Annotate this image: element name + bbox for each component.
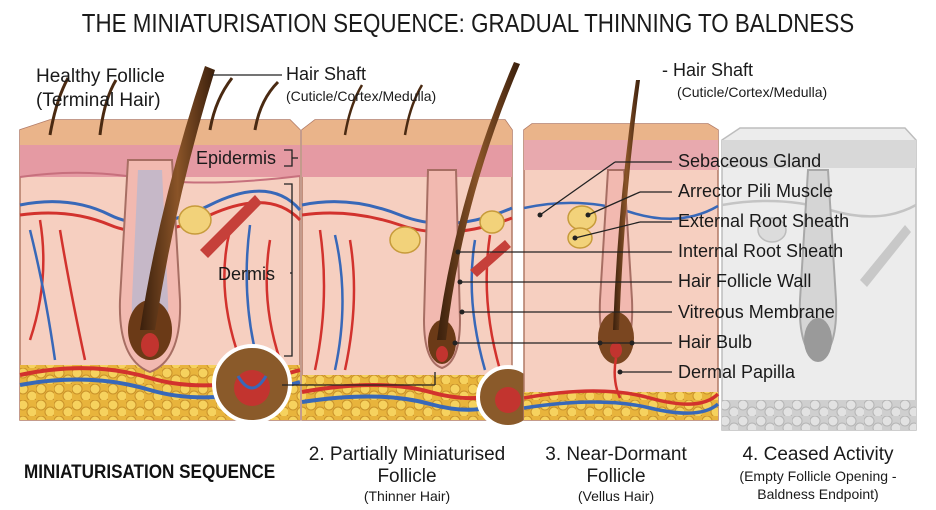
caption-stage3-title-a: 3. Near-Dormant: [545, 444, 687, 465]
label-dermal-papilla: Dermal Papilla: [678, 362, 796, 382]
label-sebaceous-gland: Sebaceous Gland: [678, 151, 822, 171]
leader-lines: [212, 74, 672, 386]
caption-sequence: MINIATURISATION SEQUENCE: [24, 462, 276, 483]
label-dermis: Dermis: [218, 264, 275, 284]
caption-stage4-title: 4. Ceased Activity: [742, 444, 894, 465]
label-epidermis: Epidermis: [196, 148, 277, 168]
label-hair-follicle-wall: Hair Follicle Wall: [678, 271, 812, 291]
label-hair-shaft-1: Hair Shaft: [286, 64, 367, 84]
label-hair-shaft-1-sub: (Cuticle/Cortex/Medulla): [286, 88, 437, 104]
page-title: THE MINIATURISATION SEQUENCE: GRADUAL TH…: [81, 8, 855, 38]
panel-healthy-follicle: [19, 66, 302, 424]
label-terminal-hair: (Terminal Hair): [36, 90, 161, 111]
caption-stage3-title-b: Follicle: [586, 466, 646, 487]
caption-stage4-sub-b: Baldness Endpoint): [757, 486, 879, 502]
label-internal-root-sheath: Internal Root Sheath: [678, 241, 844, 261]
label-hair-shaft-2-sub: (Cuticle/Cortex/Medulla): [677, 84, 828, 100]
caption-stage2-title-a: 2. Partially Miniaturised: [308, 444, 506, 465]
leader-dots: [452, 212, 635, 375]
panel-partially-miniaturised: [301, 62, 540, 429]
caption-stage3-sub: (Vellus Hair): [577, 488, 655, 504]
caption-stage2-title-b: Follicle: [377, 466, 437, 487]
label-external-root-sheath: External Root Sheath: [678, 211, 850, 231]
label-arrector-pili-muscle: Arrector Pili Muscle: [678, 181, 834, 201]
caption-stage4-sub-a: (Empty Follicle Opening -: [739, 468, 897, 484]
caption-stage2-sub: (Thinner Hair): [363, 488, 451, 504]
label-hair-bulb: Hair Bulb: [678, 332, 753, 352]
label-healthy-follicle: Healthy Follicle: [36, 66, 165, 87]
panel-near-dormant: [523, 80, 720, 421]
label-vitreous-membrane: Vitreous Membrane: [678, 302, 835, 322]
label-hair-shaft-2: - Hair Shaft: [662, 60, 754, 80]
panel-ceased-activity: [721, 127, 917, 431]
